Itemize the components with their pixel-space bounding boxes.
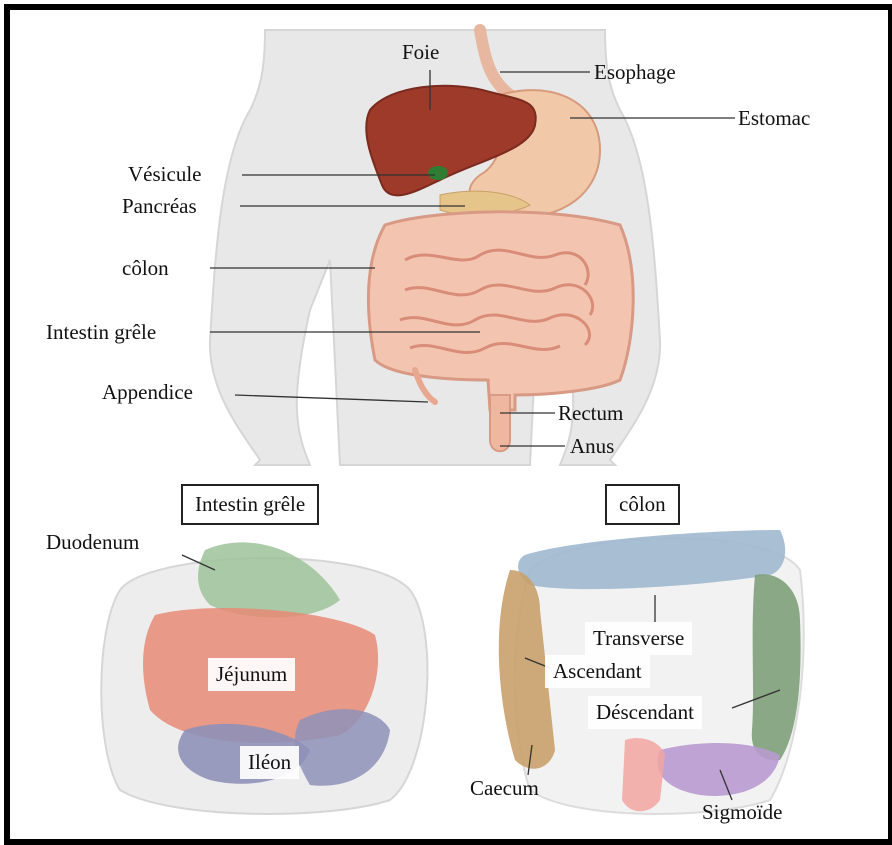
panel-title-intestin-grele: Intestin grêle	[181, 484, 319, 525]
panel-title-colon: côlon	[605, 484, 680, 525]
label-esophage: Esophage	[594, 62, 676, 83]
label-vesicule: Vésicule	[128, 164, 201, 185]
label-jejunum: Jéjunum	[208, 658, 295, 691]
label-anus: Anus	[570, 436, 614, 457]
label-intestin-grele: Intestin grêle	[46, 322, 156, 343]
diagram-frame: Foie Esophage Estomac Vésicule Pancréas …	[4, 4, 892, 845]
rectum-shape	[490, 395, 510, 451]
label-transverse: Transverse	[585, 622, 692, 655]
label-pancreas: Pancréas	[122, 196, 197, 217]
label-ileon: Iléon	[240, 746, 299, 779]
gallbladder-shape	[428, 166, 448, 180]
label-appendice: Appendice	[102, 382, 193, 403]
label-ascendant: Ascendant	[545, 655, 650, 688]
label-descendant: Déscendant	[588, 696, 702, 729]
label-caecum: Caecum	[470, 778, 539, 799]
label-rectum: Rectum	[558, 403, 623, 424]
label-duodenum: Duodenum	[46, 532, 139, 553]
digestive-system-illustration	[10, 10, 888, 839]
label-estomac: Estomac	[738, 108, 810, 129]
label-foie: Foie	[402, 42, 439, 63]
label-colon: côlon	[122, 258, 169, 279]
label-sigmoide: Sigmoïde	[702, 802, 783, 823]
